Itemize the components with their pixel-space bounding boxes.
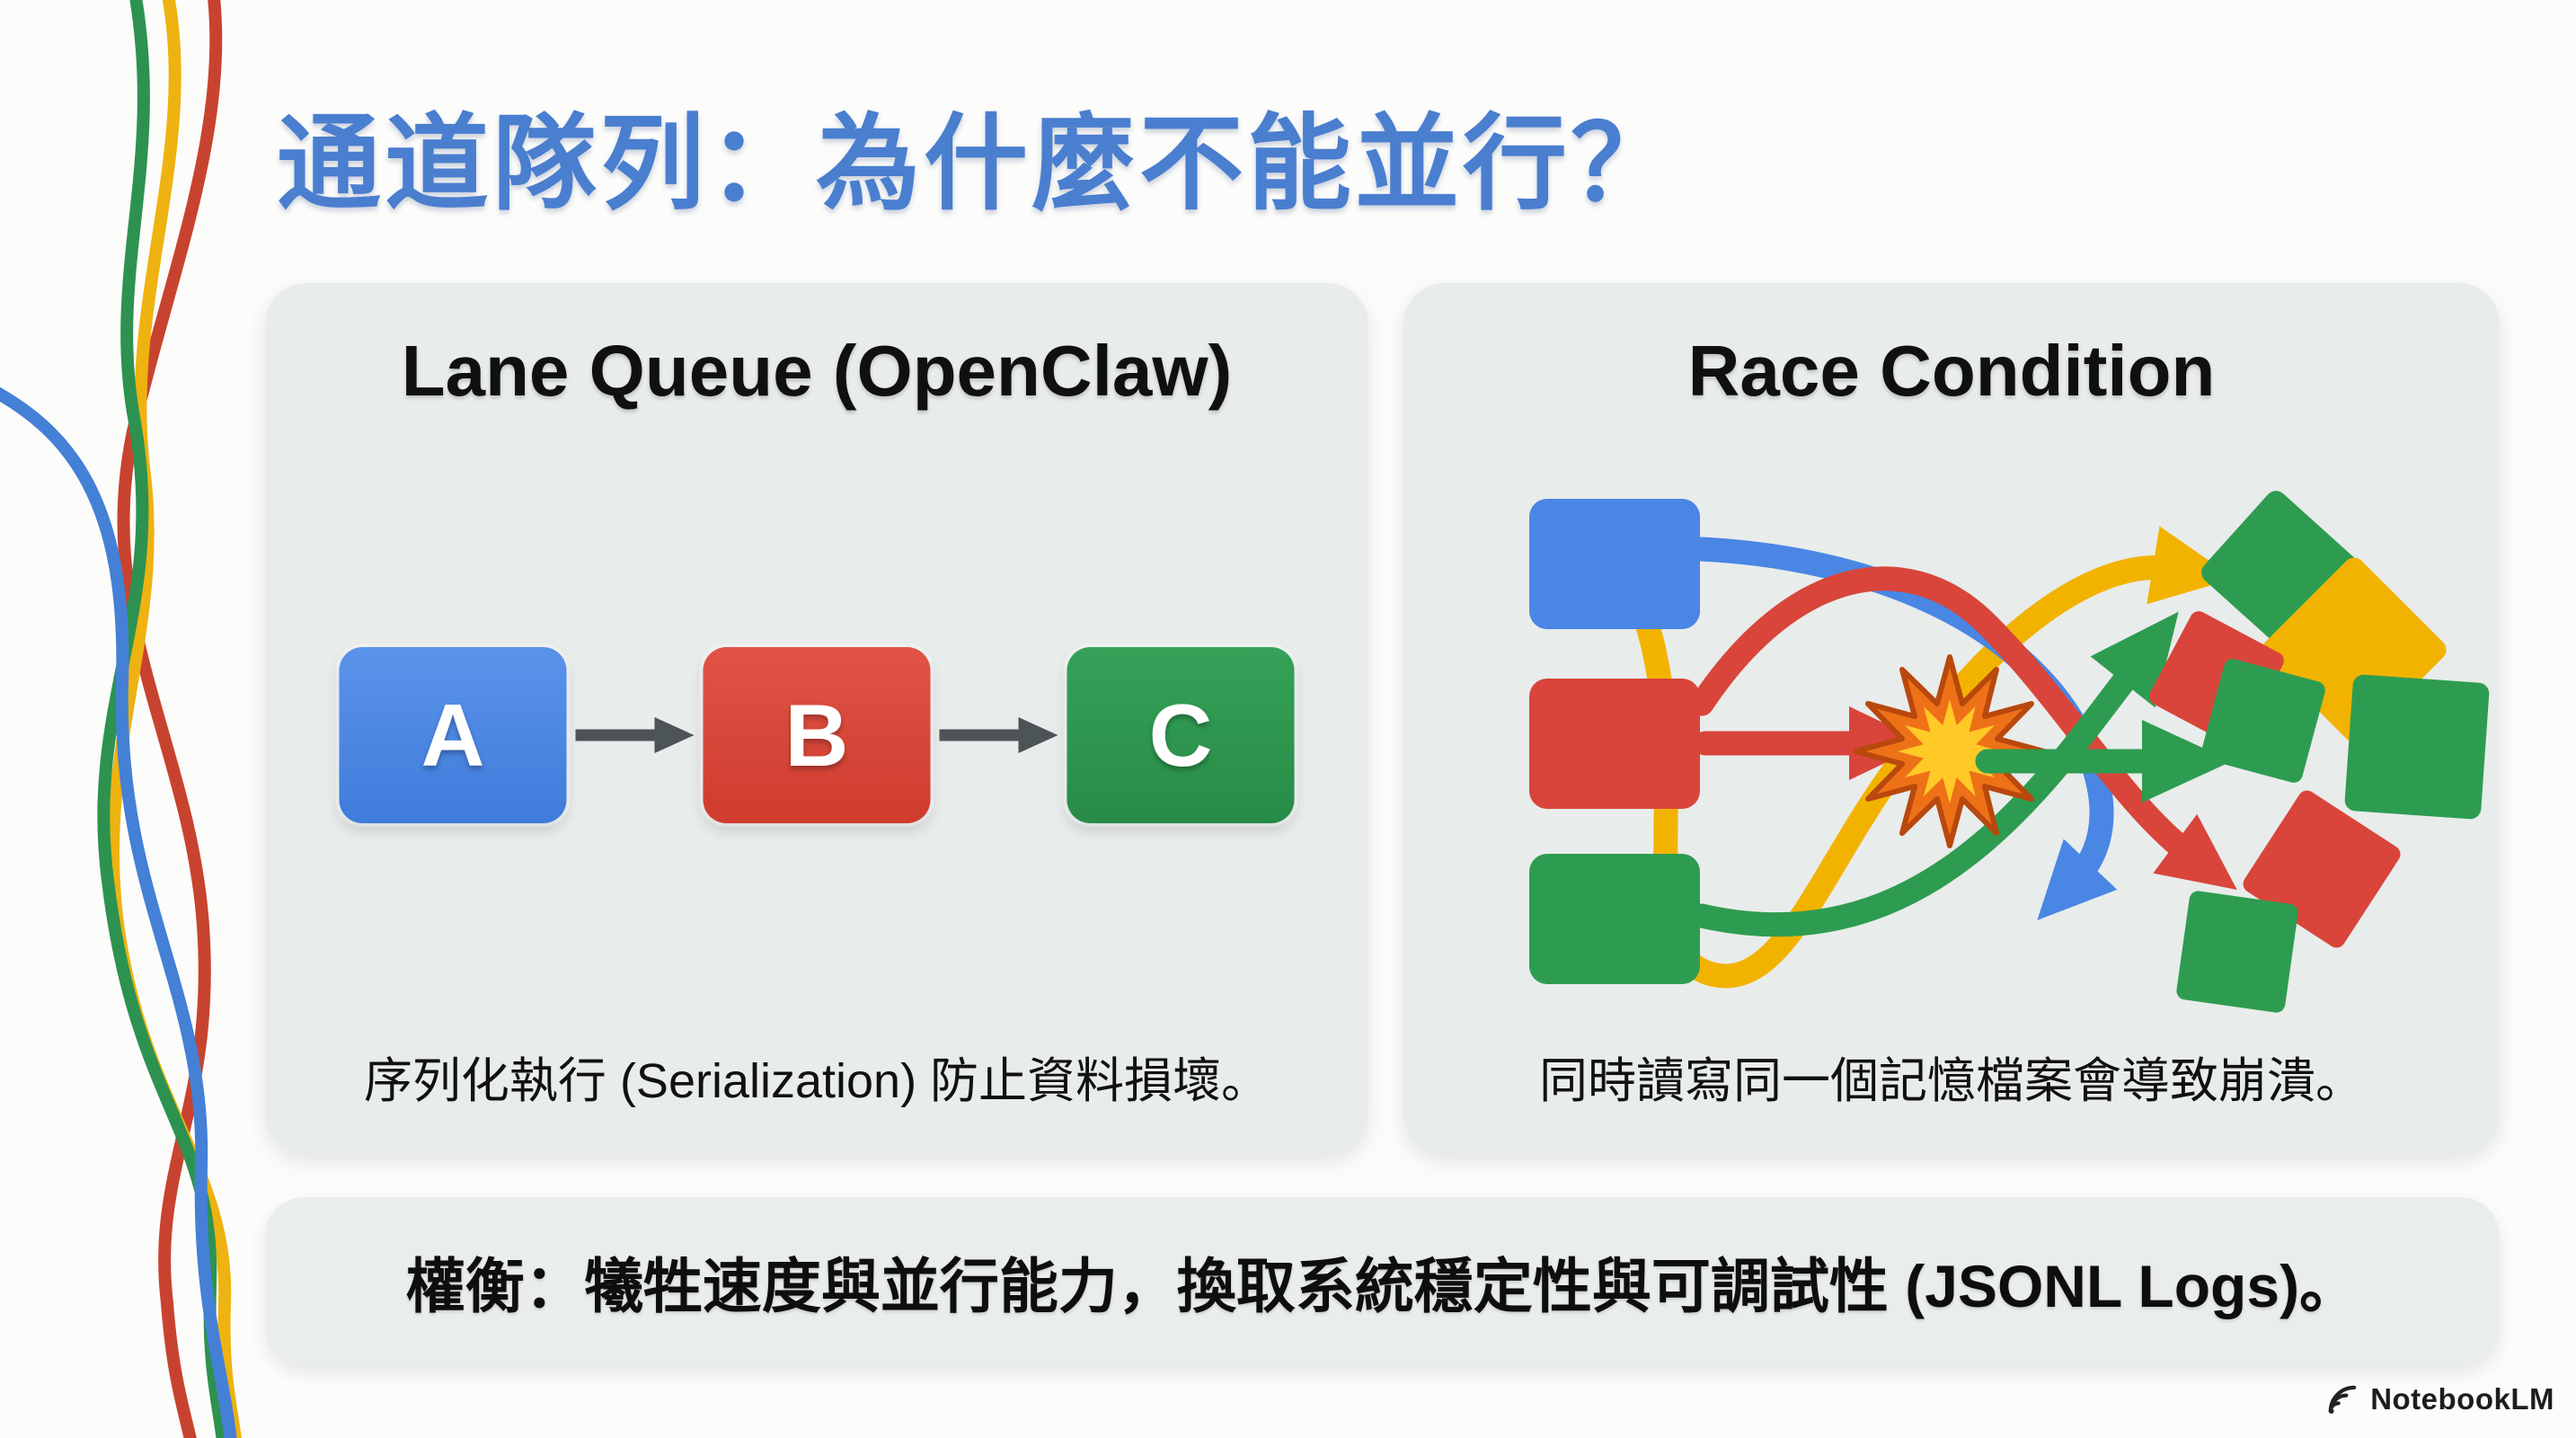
page-title: 通道隊列：為什麼不能並行？ xyxy=(277,105,1678,222)
node-box-a: A xyxy=(339,647,567,823)
strand-red xyxy=(117,0,223,1438)
strand-blue xyxy=(0,386,237,1438)
corrupted-fragments xyxy=(2149,491,2490,1013)
collision-burst-icon xyxy=(1853,654,2047,848)
source-box-green xyxy=(1529,854,1700,984)
tangled-arrow-red-curve xyxy=(1689,566,2237,891)
race-condition-heading: Race Condition xyxy=(1687,331,2216,411)
strand-yellow xyxy=(106,0,242,1438)
source-box-red xyxy=(1529,679,1700,809)
brand-name: NotebookLM xyxy=(2370,1382,2554,1416)
race-condition-diagram xyxy=(1529,491,2490,1013)
source-box-blue xyxy=(1529,499,1700,629)
notebooklm-attribution: NotebookLM xyxy=(2324,1380,2554,1418)
flow-arrow-icon xyxy=(575,717,695,753)
node-box-b: B xyxy=(703,647,931,823)
race-condition-panel: Race Condition xyxy=(1403,283,2500,1155)
notebooklm-logo-icon xyxy=(2328,1385,2357,1414)
lane-queue-diagram: A B C xyxy=(339,647,1295,823)
lane-queue-panel: Lane Queue (OpenClaw) A B C 序列化執行 (Seria… xyxy=(265,283,1368,1155)
lane-queue-heading: Lane Queue (OpenClaw) xyxy=(401,331,1233,411)
tradeoff-banner: 權衡：犧牲速度與並行能力，換取系統穩定性與可調試性 (JSONL Logs)。 xyxy=(265,1197,2500,1366)
node-box-c: C xyxy=(1067,647,1295,823)
decorative-strands xyxy=(0,0,242,1438)
flow-arrow-icon xyxy=(939,717,1058,753)
race-condition-caption: 同時讀寫同一個記憶檔案會導致崩潰。 xyxy=(1539,1054,2364,1108)
lane-queue-caption: 序列化執行 (Serialization) 防止資料損壞。 xyxy=(363,1054,1270,1108)
tradeoff-banner-text: 權衡：犧牲速度與並行能力，換取系統穩定性與可調試性 (JSONL Logs)。 xyxy=(405,1253,2359,1319)
